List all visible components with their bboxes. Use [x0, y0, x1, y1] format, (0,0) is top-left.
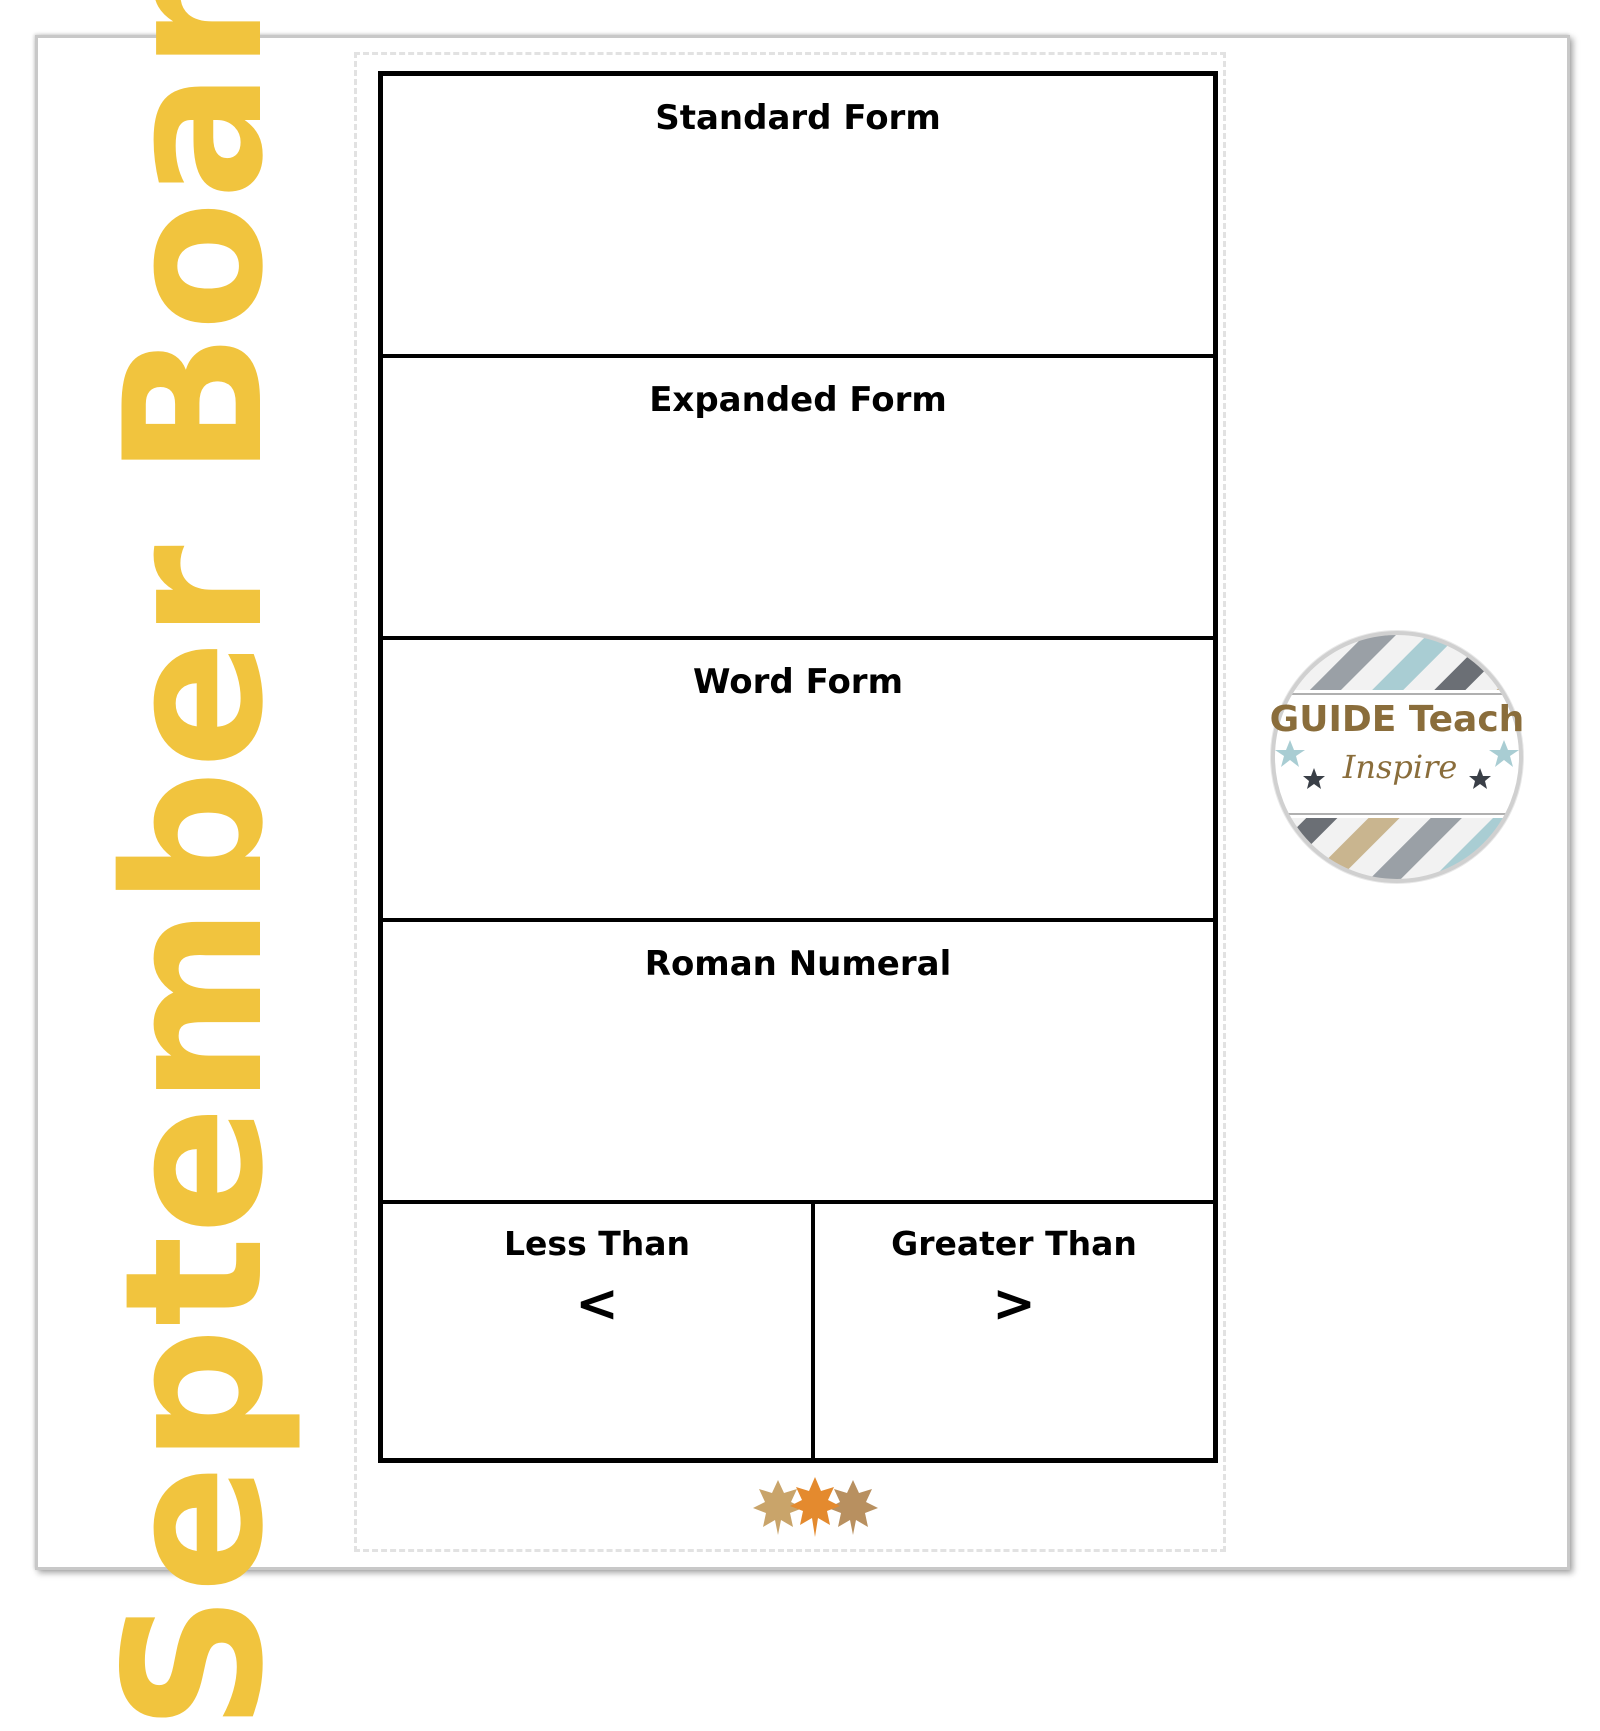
less-than-box: Less Than < [383, 1204, 815, 1458]
section-label: Roman Numeral [644, 944, 952, 984]
section-label: Word Form [693, 662, 903, 702]
section-word-form: Word Form [383, 640, 1213, 922]
section-standard-form: Standard Form [383, 76, 1213, 358]
comparison-row: Less Than < Greater Than > [383, 1204, 1213, 1458]
section-label: Expanded Form [649, 380, 947, 420]
section-roman-numeral: Roman Numeral [383, 922, 1213, 1204]
greater-than-symbol: > [992, 1274, 1036, 1334]
graphic-organizer: Standard Form Expanded Form Word Form Ro… [378, 71, 1218, 1463]
star-icon [1489, 740, 1519, 767]
maple-leaves-icon [753, 1477, 878, 1537]
star-icon [1469, 768, 1491, 789]
section-expanded-form: Expanded Form [383, 358, 1213, 640]
side-title: September Board [84, 0, 305, 1731]
less-than-label: Less Than [504, 1224, 690, 1263]
logo-line1: GUIDE Teach [1270, 699, 1525, 740]
greater-than-box: Greater Than > [815, 1204, 1213, 1458]
star-icon [1275, 740, 1305, 767]
dashed-border [354, 52, 1226, 1552]
star-icon [1303, 768, 1325, 789]
section-label: Standard Form [655, 98, 941, 138]
logo-line2: Inspire [1342, 748, 1458, 786]
guide-teach-inspire-logo: GUIDE Teach Inspire [1270, 630, 1525, 884]
greater-than-label: Greater Than [891, 1224, 1137, 1263]
less-than-symbol: < [575, 1274, 619, 1334]
